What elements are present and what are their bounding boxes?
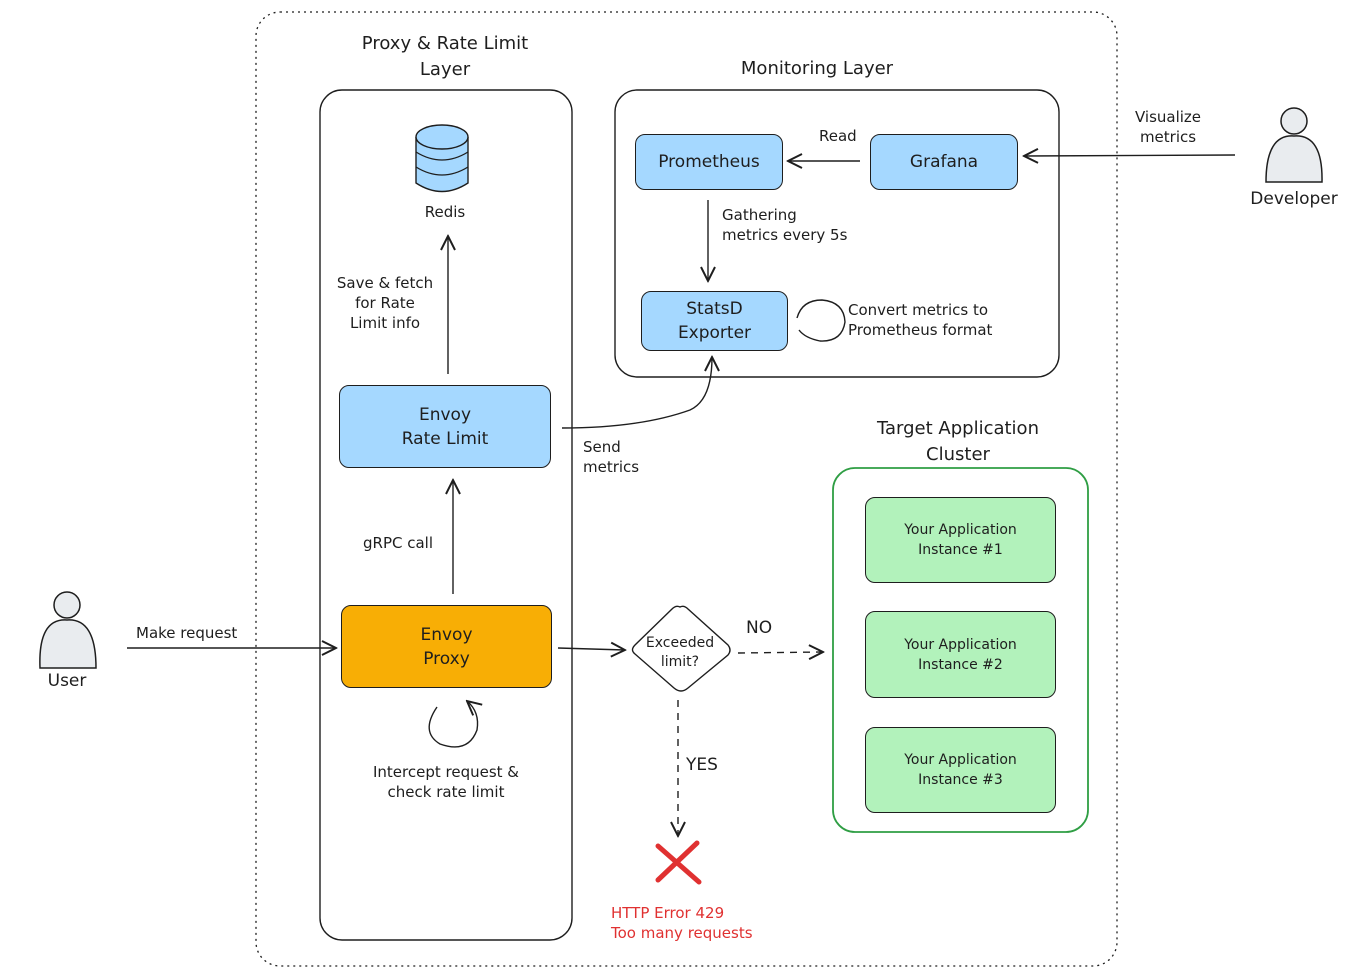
arrow-no (737, 652, 823, 653)
grafana-label: Grafana (909, 152, 979, 172)
decision-label: Exceeded limit? (645, 635, 715, 670)
error-x-icon (655, 840, 702, 885)
envoy-proxy-label: Envoy Proxy (420, 624, 473, 669)
statsd-exporter-label: StatsD Exporter (677, 299, 752, 343)
send-metrics-label: Send metrics (583, 438, 640, 476)
developer-icon (1265, 107, 1323, 183)
envoy-rate-limit-node[interactable]: Envoy Rate Limit (339, 385, 551, 468)
proxy-layer-container (319, 89, 573, 941)
app-instance-2[interactable]: Your Application Instance #2 (865, 611, 1056, 698)
no-label: NO (746, 618, 773, 638)
make-request-label: Make request (136, 624, 238, 642)
intercept-label: Intercept request & check rate limit (372, 763, 519, 801)
arrow-proxy-to-decision (557, 648, 625, 650)
gathering-label: Gathering metrics every 5s (722, 206, 848, 244)
envoy-proxy-node[interactable]: Envoy Proxy (341, 605, 552, 688)
monitoring-layer-title: Monitoring Layer (740, 58, 894, 79)
statsd-exporter-node[interactable]: StatsD Exporter (641, 291, 788, 351)
read-label: Read (819, 127, 857, 145)
envoy-rate-limit-label: Envoy Rate Limit (401, 404, 489, 449)
app-instance-3-label: Your Application Instance #3 (904, 752, 1017, 788)
visualize-label: Visualize metrics (1134, 108, 1202, 146)
user-icon (39, 591, 97, 669)
grafana-node[interactable]: Grafana (870, 134, 1018, 190)
prometheus-node[interactable]: Prometheus (635, 134, 783, 190)
convert-label: Convert metrics to Prometheus format (848, 301, 993, 339)
proxy-layer-title: Proxy & Rate Limit Layer (361, 33, 529, 80)
monitoring-layer-container (614, 89, 1060, 378)
target-cluster-container (832, 467, 1089, 833)
app-instance-1-label: Your Application Instance #1 (904, 522, 1017, 558)
system-boundary (255, 11, 1118, 967)
app-instance-3[interactable]: Your Application Instance #3 (865, 727, 1056, 813)
decision-diamond (631, 605, 731, 692)
prometheus-label: Prometheus (658, 152, 760, 172)
arrow-send-metrics (561, 357, 712, 429)
loop-intercept (428, 701, 477, 748)
error-message: HTTP Error 429 Too many requests (611, 904, 753, 942)
save-fetch-label: Save & fetch for Rate Limit info (336, 274, 434, 332)
redis-label: Redis (424, 203, 466, 221)
grpc-call-label: gRPC call (363, 534, 434, 552)
arrow-visualize (1024, 155, 1236, 156)
user-label: User (47, 671, 87, 691)
target-cluster-title: Target Application Cluster (877, 418, 1039, 465)
app-instance-1[interactable]: Your Application Instance #1 (865, 497, 1056, 583)
database-icon (415, 124, 469, 193)
app-instance-2-label: Your Application Instance #2 (904, 636, 1017, 673)
loop-convert (796, 299, 846, 342)
yes-label: YES (686, 755, 718, 775)
developer-label: Developer (1250, 189, 1338, 209)
